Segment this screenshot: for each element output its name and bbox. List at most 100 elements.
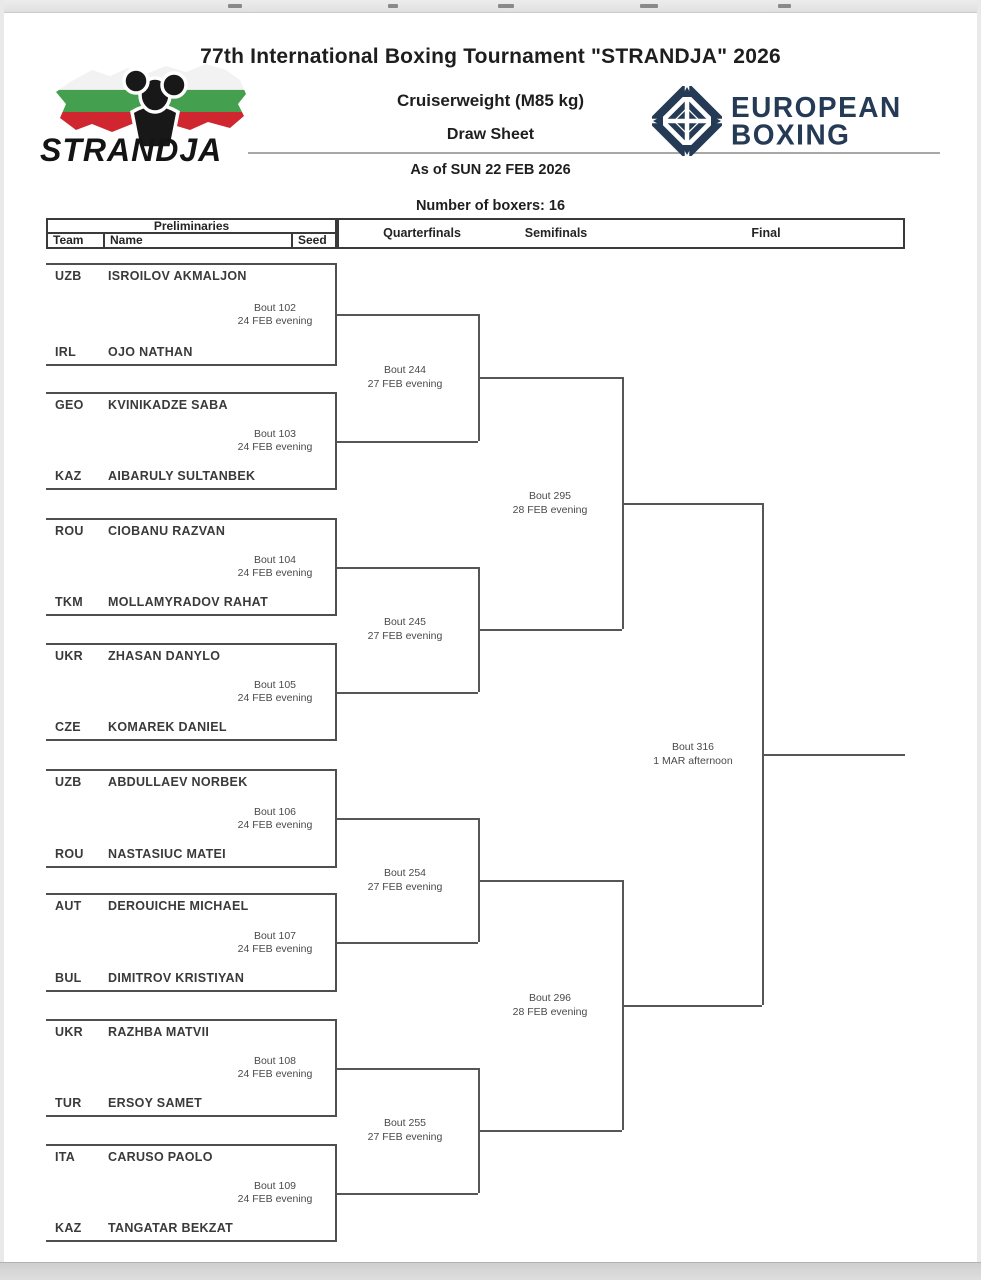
bout-date: 28 FEB evening <box>512 1005 588 1018</box>
bracket-connector-line <box>337 314 478 316</box>
athlete-team: TUR <box>55 1096 82 1110</box>
athlete-team: GEO <box>55 398 84 412</box>
athlete-name: ERSOY SAMET <box>108 1096 203 1110</box>
strandja-wordmark: STRANDJA <box>40 132 222 168</box>
athlete-team: ROU <box>55 524 84 538</box>
bout-number: Bout 296 <box>528 992 572 1004</box>
scan-artifact <box>388 4 398 8</box>
athlete-row: KAZ TANGATAR BEKZAT <box>55 1221 233 1235</box>
bout-number: Bout 104 <box>253 554 297 566</box>
bracket-connector-line <box>337 942 478 944</box>
ring-diamond-icon <box>652 86 722 156</box>
scan-edge-bottom <box>0 1262 981 1280</box>
bracket-connector-line <box>478 377 622 379</box>
bout-date: 24 FEB evening <box>237 441 313 453</box>
athlete-team: KAZ <box>55 469 82 483</box>
athlete-name: AIBARULY SULTANBEK <box>108 469 256 483</box>
tournament-title: 77th International Boxing Tournament "ST… <box>200 45 781 68</box>
athlete-team: KAZ <box>55 1221 82 1235</box>
athlete-name: NASTASIUC MATEI <box>108 847 226 861</box>
athlete-name: ZHASAN DANYLO <box>108 649 221 663</box>
round-label-final: Final <box>751 226 781 240</box>
column-header-seed: Seed <box>298 233 327 247</box>
athlete-name: OJO NATHAN <box>108 345 193 359</box>
bout-date: 24 FEB evening <box>237 818 313 831</box>
preliminaries-header: Preliminaries Team Name Seed <box>46 218 337 249</box>
boxer-silhouette-icon <box>122 67 188 150</box>
athlete-row: IRL OJO NATHAN <box>55 345 193 359</box>
athlete-row: UKR ZHASAN DANYLO <box>55 649 220 663</box>
scan-edge-right <box>977 0 981 1280</box>
bout-number: Bout 106 <box>253 805 297 818</box>
athlete-name: ABDULLAEV NORBEK <box>108 775 248 789</box>
strandja-logo: STRANDJA <box>40 60 262 168</box>
athlete-row: TUR ERSOY SAMET <box>55 1096 202 1110</box>
bout-date: 27 FEB evening <box>367 1130 443 1143</box>
athlete-name: DEROUICHE MICHAEL <box>108 899 249 913</box>
bout-number: Bout 316 <box>671 741 715 753</box>
european-boxing-logo: EUROPEAN BOXING <box>652 86 902 156</box>
athlete-team: UKR <box>55 649 83 663</box>
athlete-name: DIMITROV KRISTIYAN <box>108 971 245 985</box>
rounds-header: Quarterfinals Semifinals Final <box>337 218 905 249</box>
bout-number: Bout 255 <box>383 1117 427 1129</box>
bout-number: Bout 103 <box>253 428 297 440</box>
sheet-type: Draw Sheet <box>446 126 535 143</box>
bout-date: 24 FEB evening <box>237 692 313 704</box>
column-header-team: Team <box>48 234 105 247</box>
athlete-team: AUT <box>55 899 82 913</box>
boxer-count: Number of boxers: 16 <box>415 198 566 214</box>
bracket-connector-line <box>478 880 622 882</box>
weight-class: Cruiserweight (M85 kg) <box>396 91 585 110</box>
athlete-name: TANGATAR BEKZAT <box>108 1221 234 1235</box>
bracket-connector-line <box>622 503 762 505</box>
bout-number: Bout 108 <box>253 1055 297 1067</box>
bout-number: Bout 107 <box>253 929 297 942</box>
athlete-team: CZE <box>55 720 81 734</box>
bracket-connector-line <box>762 754 905 756</box>
bout-number: Bout 295 <box>528 490 572 502</box>
bout-date: 27 FEB evening <box>367 880 443 893</box>
scan-artifact <box>498 4 514 8</box>
scan-artifact <box>640 4 658 8</box>
scan-edge-top <box>0 0 981 13</box>
bracket-connector-line <box>337 818 478 820</box>
athlete-row: KAZ AIBARULY SULTANBEK <box>55 469 255 483</box>
bout-number: Bout 105 <box>253 679 297 691</box>
header-divider <box>248 152 940 154</box>
bout-date: 24 FEB evening <box>237 567 313 579</box>
bout-date: 24 FEB evening <box>237 314 313 327</box>
athlete-row: AUT DEROUICHE MICHAEL <box>55 899 249 913</box>
athlete-team: UKR <box>55 1025 83 1039</box>
as-of-date: As of SUN 22 FEB 2026 <box>410 162 571 178</box>
athlete-team: IRL <box>55 345 77 359</box>
athlete-name: MOLLAMYRADOV RAHAT <box>108 595 269 609</box>
column-header-name: Name <box>105 234 293 247</box>
scan-artifact <box>778 4 791 8</box>
